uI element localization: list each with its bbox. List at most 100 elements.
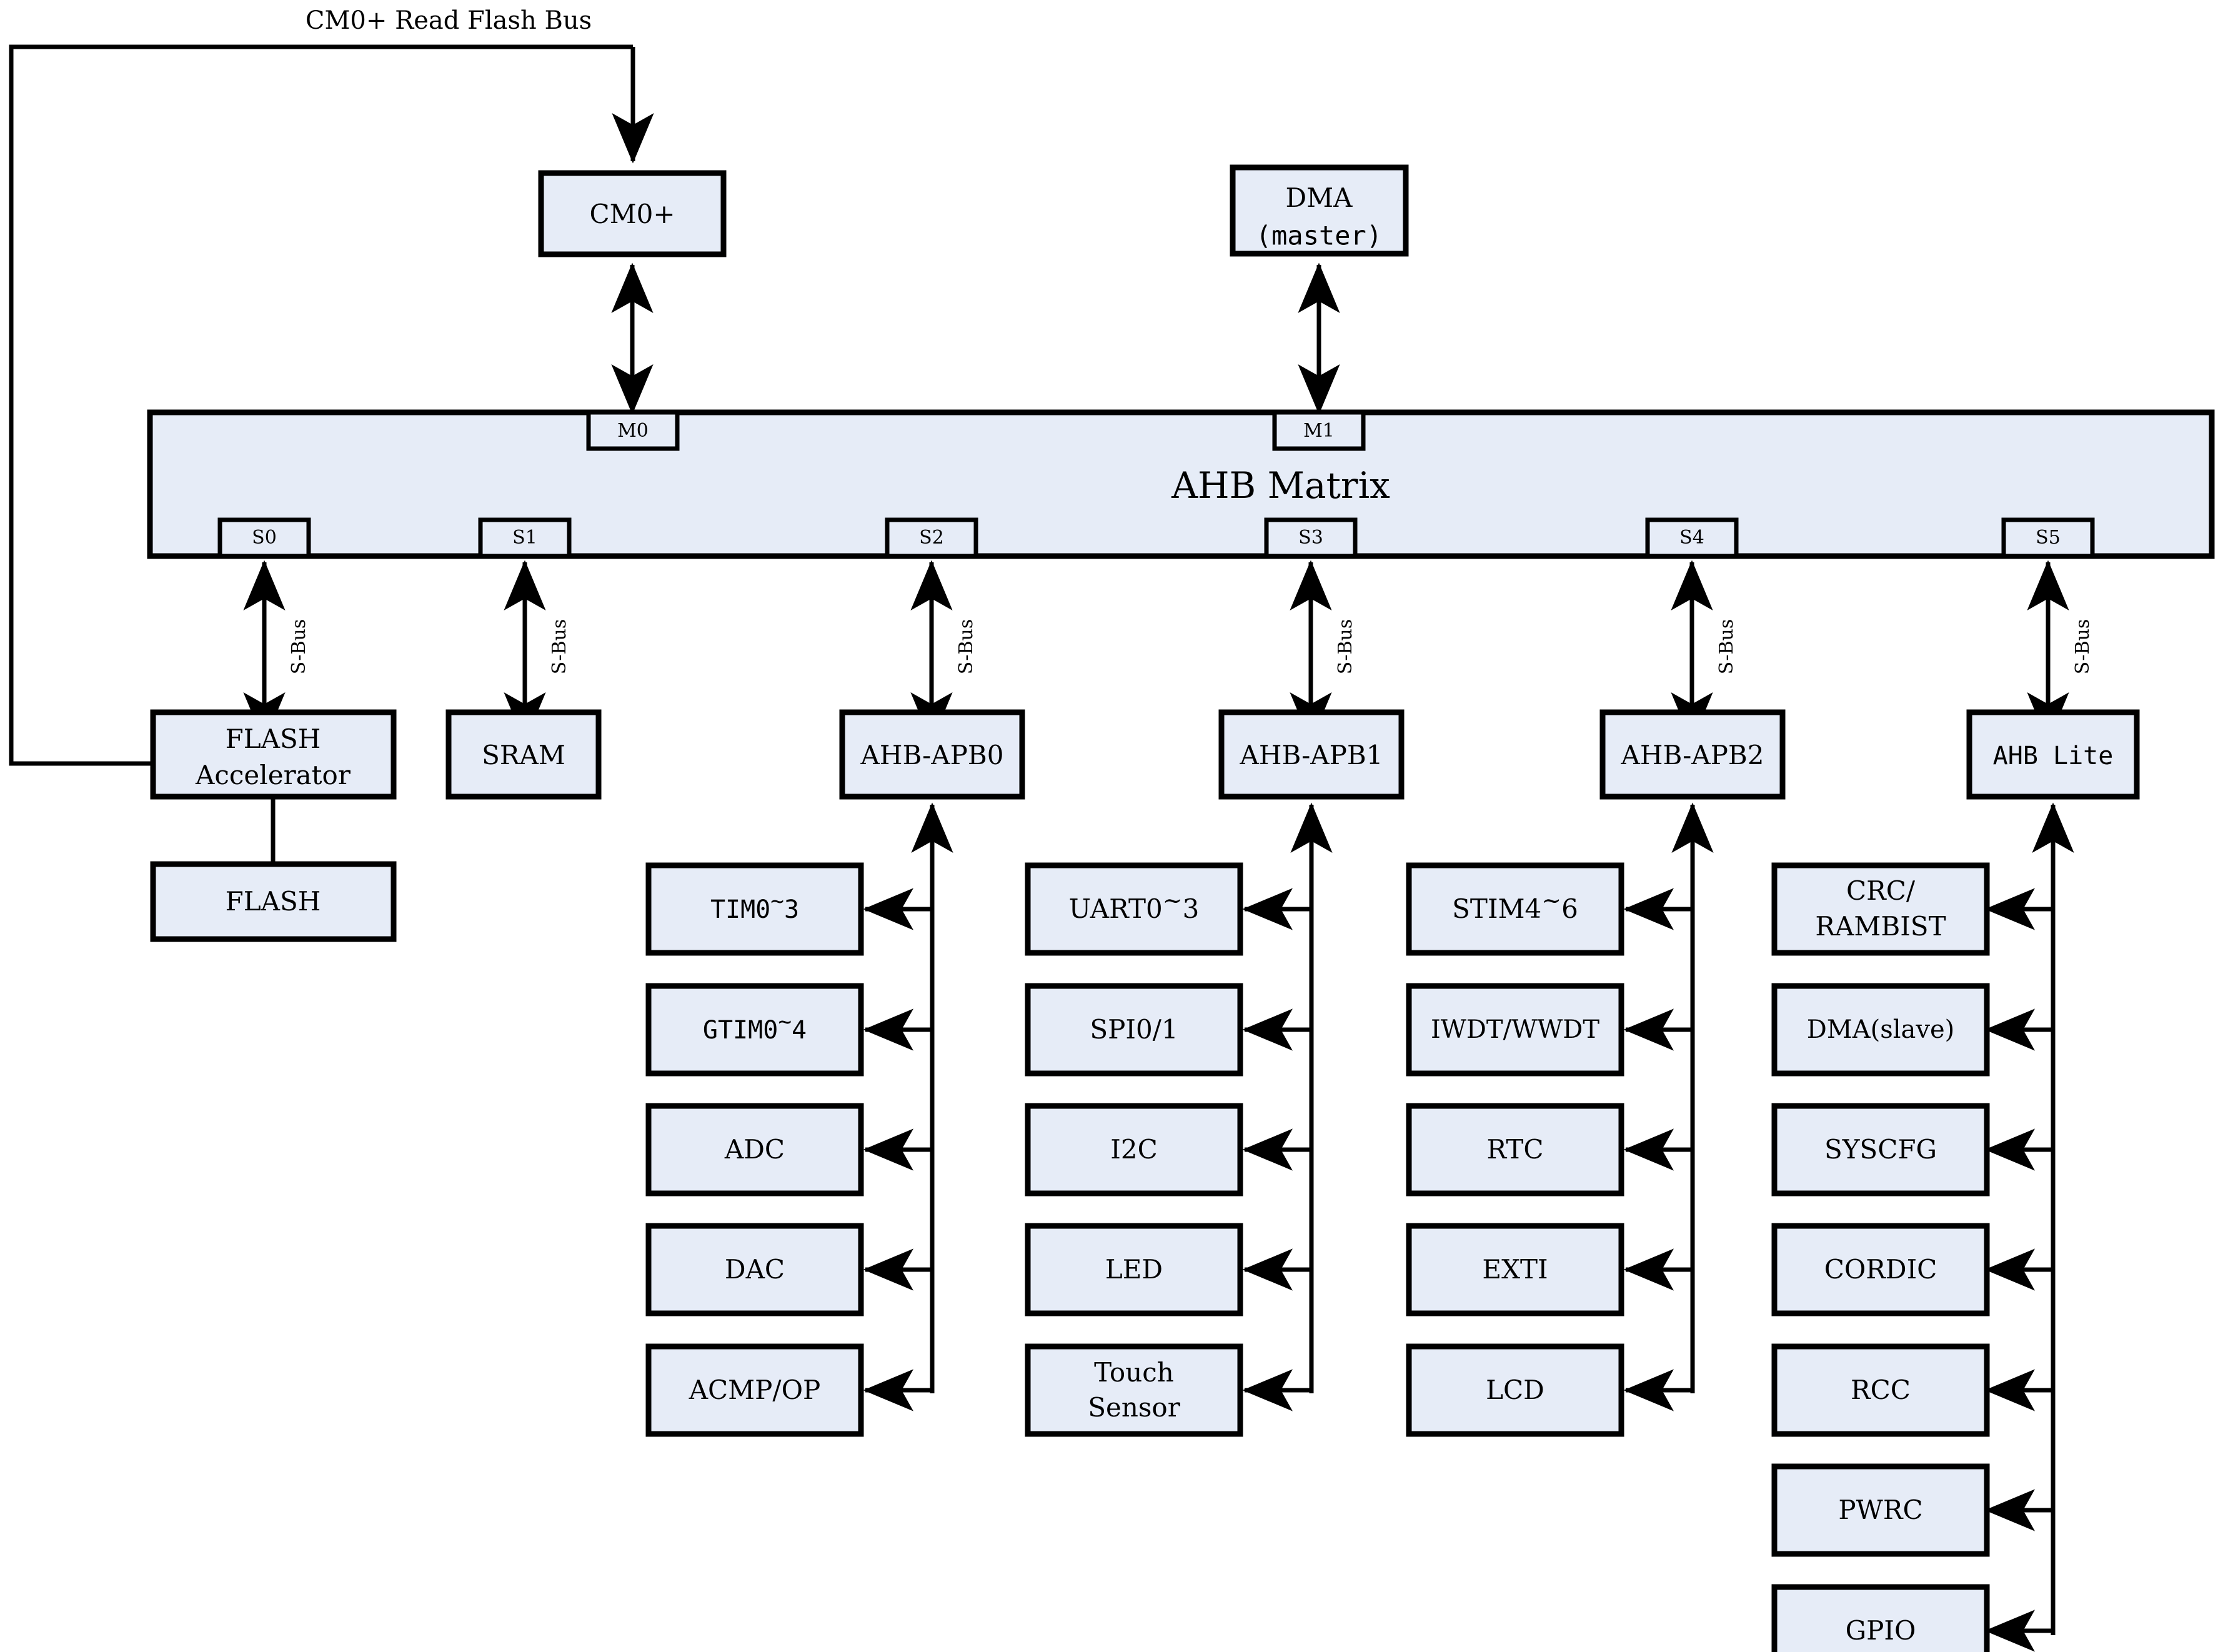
block-crc-rambist-label-line2: RAMBIST <box>1815 911 1946 942</box>
apb1-branches <box>1242 888 1311 1411</box>
block-tim0-3-label-base: TIM0 <box>710 895 770 924</box>
matrix-port-s5[interactable]: S5 <box>2001 517 2095 559</box>
block-rtc-label: RTC <box>1486 1134 1543 1165</box>
block-gtim0-4-label-base: GTIM0 <box>703 1016 778 1045</box>
apb0-branches <box>863 888 932 1411</box>
block-pwrc-label: PWRC <box>1838 1495 1922 1525</box>
block-dma-master-label-line1: DMA <box>1285 182 1353 213</box>
sbus-label-s0: S-Bus <box>288 619 310 675</box>
block-dma-slave-label: DMA(slave) <box>1807 1015 1955 1044</box>
block-pwrc[interactable]: PWRC <box>1771 1463 1990 1557</box>
block-touch-sensor[interactable]: Touch Sensor <box>1025 1343 1243 1437</box>
block-exti[interactable]: EXTI <box>1406 1223 1624 1316</box>
matrix-port-m1-label: M1 <box>1303 420 1335 442</box>
block-flash[interactable]: FLASH <box>150 861 397 942</box>
block-acmp-op[interactable]: ACMP/OP <box>645 1343 864 1437</box>
block-lcd-label: LCD <box>1486 1375 1544 1405</box>
block-touch-sensor-label-line1: Touch <box>1094 1357 1174 1388</box>
block-cm0p[interactable]: CM0+ <box>538 170 727 257</box>
block-stim4-6-label-base: STIM4 <box>1452 893 1541 924</box>
svg-text:GTIM0~4: GTIM0~4 <box>703 1009 807 1045</box>
block-i2c-label: I2C <box>1110 1134 1157 1165</box>
block-ahb-apb1-label: AHB-APB1 <box>1240 740 1383 770</box>
block-uart0-3-label-base: UART0 <box>1069 893 1163 924</box>
matrix-port-m1[interactable]: M1 <box>1272 410 1366 451</box>
block-crc-rambist[interactable]: CRC/ RAMBIST <box>1771 862 1990 956</box>
block-spi0-1-label: SPI0/1 <box>1090 1014 1178 1045</box>
block-exti-label: EXTI <box>1482 1254 1548 1285</box>
matrix-port-s3-label: S3 <box>1298 527 1323 549</box>
block-touch-sensor-label-line2: Sensor <box>1088 1392 1181 1423</box>
block-gtim0-4[interactable]: GTIM0~4 <box>645 983 864 1077</box>
ahb-matrix-label: AHB Matrix <box>1171 464 1390 507</box>
block-rcc[interactable]: RCC <box>1771 1343 1990 1437</box>
block-dma-master[interactable]: DMA (master) <box>1230 164 1409 257</box>
matrix-port-m0[interactable]: M0 <box>586 410 680 451</box>
matrix-port-s1[interactable]: S1 <box>478 517 572 559</box>
matrix-port-m0-label: M0 <box>617 420 649 442</box>
block-ahb-lite-label: AHB Lite <box>1993 742 2114 770</box>
matrix-port-s1-label: S1 <box>512 527 537 549</box>
block-sram-label: SRAM <box>482 740 565 770</box>
block-ahb-lite[interactable]: AHB Lite <box>1966 709 2140 800</box>
block-led[interactable]: LED <box>1025 1223 1243 1316</box>
block-tim0-3-label-tail: 3 <box>784 895 799 924</box>
matrix-port-s2[interactable]: S2 <box>885 517 978 559</box>
cm0p-read-flash-bus-label: CM0+ Read Flash Bus <box>306 6 592 35</box>
block-adc-label: ADC <box>724 1134 785 1165</box>
block-flash-accelerator-label-line2: Accelerator <box>195 760 351 790</box>
block-ahb-apb1[interactable]: AHB-APB1 <box>1218 709 1405 800</box>
block-iwdt-wwdt[interactable]: IWDT/WWDT <box>1406 983 1624 1077</box>
block-gtim0-4-label-tail: 4 <box>792 1016 807 1045</box>
block-flash-accelerator-label-line1: FLASH <box>226 724 321 754</box>
block-tim0-3[interactable]: TIM0~3 <box>645 862 864 956</box>
block-dma-slave[interactable]: DMA(slave) <box>1771 983 1990 1077</box>
block-led-label: LED <box>1105 1254 1163 1285</box>
block-i2c[interactable]: I2C <box>1025 1103 1243 1197</box>
block-adc[interactable]: ADC <box>645 1103 864 1197</box>
block-uart0-3-label-sup: ~ <box>1163 887 1183 914</box>
matrix-port-s4[interactable]: S4 <box>1645 517 1739 559</box>
block-dac[interactable]: DAC <box>645 1223 864 1316</box>
sbus-label-s4: S-Bus <box>1716 619 1738 675</box>
sbus-label-s3: S-Bus <box>1335 619 1356 675</box>
block-sram[interactable]: SRAM <box>445 709 602 800</box>
matrix-port-s5-label: S5 <box>2036 527 2061 549</box>
sbus-label-s2: S-Bus <box>955 619 977 675</box>
block-flash-accelerator[interactable]: FLASH Accelerator <box>150 709 397 800</box>
block-syscfg-label: SYSCFG <box>1824 1134 1937 1165</box>
sbus-label-s5: S-Bus <box>2072 619 2094 675</box>
svg-text:STIM4~6: STIM4~6 <box>1452 887 1578 925</box>
block-ahb-apb2[interactable]: AHB-APB2 <box>1599 709 1786 800</box>
matrix-port-s4-label: S4 <box>1679 527 1704 549</box>
block-syscfg[interactable]: SYSCFG <box>1771 1103 1990 1197</box>
ahb-lite-branches <box>1984 888 2053 1652</box>
block-gpio[interactable]: GPIO <box>1771 1584 1990 1652</box>
apb2-branches <box>1623 888 1693 1411</box>
sbus-label-s1: S-Bus <box>549 619 570 675</box>
block-crc-rambist-label-line1: CRC/ <box>1846 875 1916 906</box>
block-stim4-6-label-sup: ~ <box>1541 887 1561 914</box>
block-stim4-6[interactable]: STIM4~6 <box>1406 862 1624 956</box>
block-acmp-op-label: ACMP/OP <box>689 1375 821 1405</box>
block-spi0-1[interactable]: SPI0/1 <box>1025 983 1243 1077</box>
block-dac-label: DAC <box>725 1254 785 1285</box>
block-flash-label: FLASH <box>226 886 321 917</box>
block-cm0p-label: CM0+ <box>589 199 675 229</box>
block-ahb-apb0[interactable]: AHB-APB0 <box>839 709 1025 800</box>
ahb-matrix[interactable]: AHB Matrix <box>147 409 2215 559</box>
block-uart0-3-label-tail: 3 <box>1183 893 1200 924</box>
block-lcd[interactable]: LCD <box>1406 1343 1624 1437</box>
matrix-port-s3[interactable]: S3 <box>1264 517 1358 559</box>
svg-text:UART0~3: UART0~3 <box>1069 887 1200 925</box>
block-uart0-3[interactable]: UART0~3 <box>1025 862 1243 956</box>
block-tim0-3-label-sup: ~ <box>770 888 784 914</box>
block-stim4-6-label-tail: 6 <box>1561 893 1578 924</box>
block-rtc[interactable]: RTC <box>1406 1103 1624 1197</box>
block-dma-master-label-line2: (master) <box>1256 221 1382 251</box>
block-ahb-apb2-label: AHB-APB2 <box>1621 740 1764 770</box>
block-cordic[interactable]: CORDIC <box>1771 1223 1990 1316</box>
matrix-port-s0[interactable]: S0 <box>217 517 311 559</box>
